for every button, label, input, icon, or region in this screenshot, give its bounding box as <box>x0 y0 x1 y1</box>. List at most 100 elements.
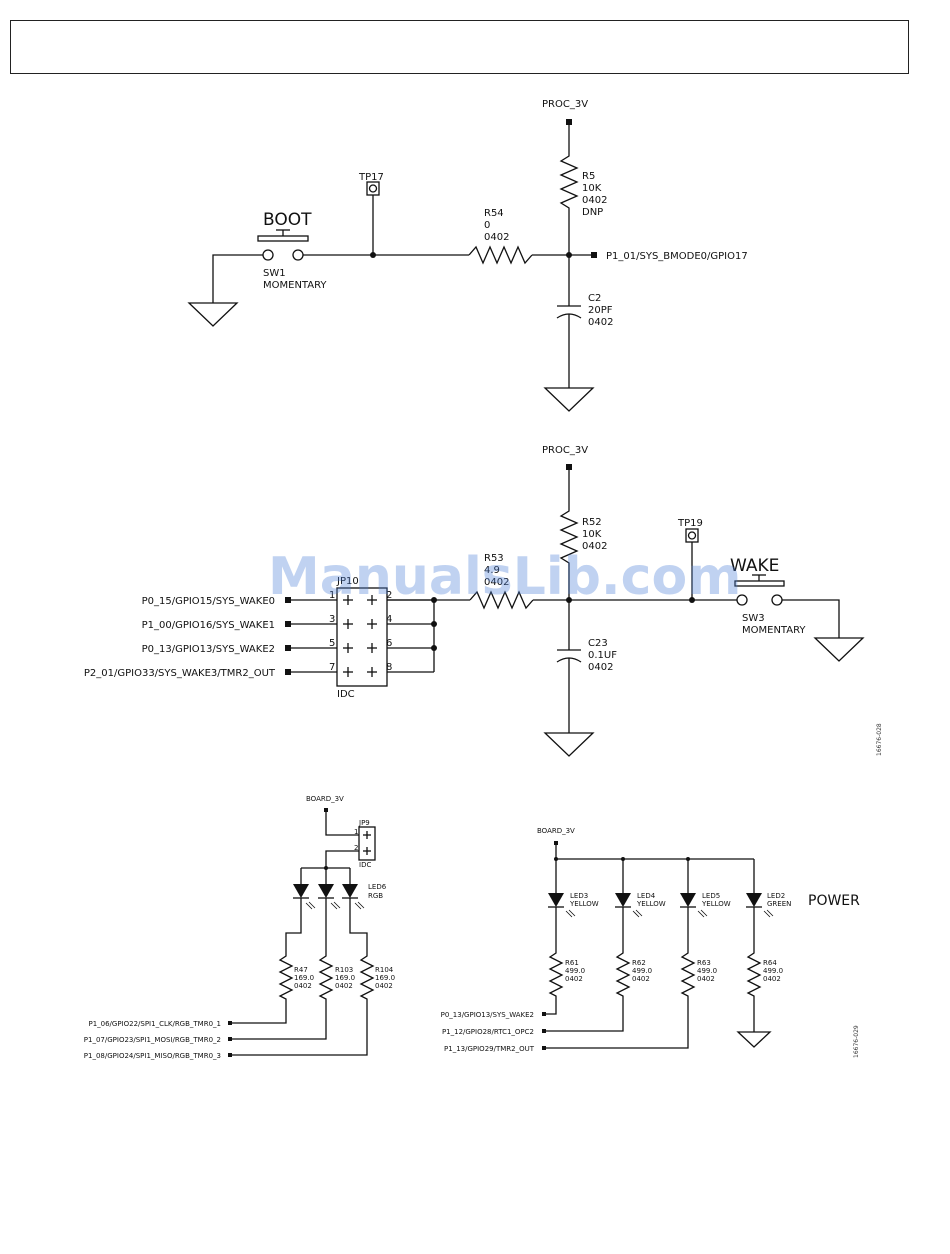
ground-symbol <box>543 732 595 757</box>
r64-resistor <box>746 949 762 1000</box>
figure-id: 16676-028 <box>876 723 883 756</box>
r62-value: 499.0 <box>632 967 652 975</box>
c2-ref: C2 <box>588 293 601 304</box>
led-net-port <box>542 1029 546 1033</box>
rgb-net-label: P1_06/GPIO22/SPI1_CLK/RGB_TMR0_1 <box>88 1020 221 1028</box>
header-frame <box>10 20 909 74</box>
r62-resistor <box>615 949 631 1000</box>
r5-value: 10K <box>582 183 602 194</box>
rgb-led-circuit: BOARD_3V JP9 IDC 1 2 <box>84 795 395 1060</box>
r54-ref: R54 <box>484 208 504 219</box>
sw1-switch <box>257 229 309 261</box>
r64-ref: R64 <box>763 959 777 967</box>
r52-ref: R52 <box>582 517 602 528</box>
r103-ref: R103 <box>335 966 353 974</box>
jp10-pin: 6 <box>386 638 392 649</box>
leds-supply-label: BOARD_3V <box>537 827 575 835</box>
rgb-net-port <box>228 1021 232 1025</box>
r53-package: 0402 <box>484 577 509 588</box>
led5-ref: LED5 <box>702 892 720 900</box>
r104-value: 169.0 <box>375 974 395 982</box>
jp9-pin: 2 <box>354 844 358 852</box>
r47-ref: R47 <box>294 966 308 974</box>
wake-supply-port <box>566 464 572 470</box>
rgb-net-label: P1_07/GPIO23/SPI1_MOSI/RGB_TMR0_2 <box>84 1036 221 1044</box>
led-net-label: P1_12/GPIO28/RTC1_OPC2 <box>442 1028 534 1036</box>
ground-symbol <box>543 387 595 412</box>
jp10-header <box>336 587 388 687</box>
ground-symbol <box>813 637 865 662</box>
led6-ref: LED6 <box>368 883 387 891</box>
led-net-port <box>542 1046 546 1050</box>
sw1-ref: SW1 <box>263 268 286 279</box>
jp10-type: IDC <box>337 689 355 700</box>
r64-value: 499.0 <box>763 967 783 975</box>
wake-circuit: PROC_3V R52 10K 0402 C23 0.1UF 0402 R53 … <box>84 445 865 757</box>
r61-ref: R61 <box>565 959 579 967</box>
r63-package: 0402 <box>697 975 715 983</box>
boot-supply-label: PROC_3V <box>542 99 588 110</box>
boot-net-port <box>591 252 597 258</box>
wake-net-label: P1_00/GPIO16/SYS_WAKE1 <box>142 620 275 631</box>
rgb-supply-port <box>324 808 328 812</box>
c23-package: 0402 <box>588 662 613 673</box>
c2-value: 20PF <box>588 305 613 316</box>
r52-resistor <box>559 507 579 567</box>
tp19-label: TP19 <box>677 518 703 529</box>
r52-value: 10K <box>582 529 602 540</box>
wake-net-label: P2_01/GPIO33/SYS_WAKE3/TMR2_OUT <box>84 668 276 679</box>
r104-package: 0402 <box>375 982 393 990</box>
tp19-testpoint <box>685 528 699 543</box>
led2-color: GREEN <box>767 900 791 908</box>
r5-package: 0402 <box>582 195 607 206</box>
led6-type: RGB <box>368 892 383 900</box>
led-net-port <box>542 1012 546 1016</box>
wake-net-port <box>285 645 291 651</box>
led3-ref: LED3 <box>570 892 588 900</box>
r104-ref: R104 <box>375 966 394 974</box>
wake-net-port <box>285 621 291 627</box>
rgb-supply-label: BOARD_3V <box>306 795 344 803</box>
led4-color: YELLOW <box>636 900 666 908</box>
jp9-ref: JP9 <box>358 819 370 827</box>
r47-package: 0402 <box>294 982 312 990</box>
r54-package: 0402 <box>484 232 509 243</box>
r53-resistor <box>469 590 534 610</box>
r5-resistor <box>559 152 579 212</box>
wake-supply-label: PROC_3V <box>542 445 588 456</box>
rgb-net-port <box>228 1037 232 1041</box>
jp10-pin: 5 <box>329 638 335 649</box>
boot-button-label: BOOT <box>263 210 312 230</box>
c23-value: 0.1UF <box>588 650 617 661</box>
r104-resistor <box>359 952 375 1003</box>
sw3-switch <box>734 574 785 606</box>
wake-net-port <box>285 669 291 675</box>
tp17-label: TP17 <box>358 172 384 183</box>
r5-ref: R5 <box>582 171 595 182</box>
r47-resistor <box>278 952 294 1003</box>
watermark: ManualsLib.com <box>268 547 741 607</box>
led6-rgb <box>293 868 365 910</box>
boot-supply-port <box>566 119 572 125</box>
r54-resistor <box>468 245 533 265</box>
status-led-circuit: BOARD_3V LED3 YELLOW R61 499.0 0402 LED4 <box>441 827 861 1053</box>
c23-ref: C23 <box>588 638 608 649</box>
led3 <box>548 859 576 918</box>
r53-value: 4.9 <box>484 565 500 576</box>
led-net-label: P0_13/GPIO13/SYS_WAKE2 <box>441 1011 534 1019</box>
figure-id: 16676-029 <box>853 1025 860 1058</box>
boot-net-label: P1_01/SYS_BMODE0/GPIO17 <box>606 251 748 262</box>
led2-power <box>746 859 774 918</box>
led4-ref: LED4 <box>637 892 656 900</box>
leds-supply-port <box>554 841 558 845</box>
sw3-ref: SW3 <box>742 613 765 624</box>
jp10-ref: JP10 <box>336 576 359 587</box>
ground-symbol <box>736 1031 772 1048</box>
c2-package: 0402 <box>588 317 613 328</box>
led5-color: YELLOW <box>701 900 731 908</box>
r62-ref: R62 <box>632 959 646 967</box>
led3-color: YELLOW <box>569 900 599 908</box>
r61-package: 0402 <box>565 975 583 983</box>
tp17-testpoint <box>366 181 380 196</box>
